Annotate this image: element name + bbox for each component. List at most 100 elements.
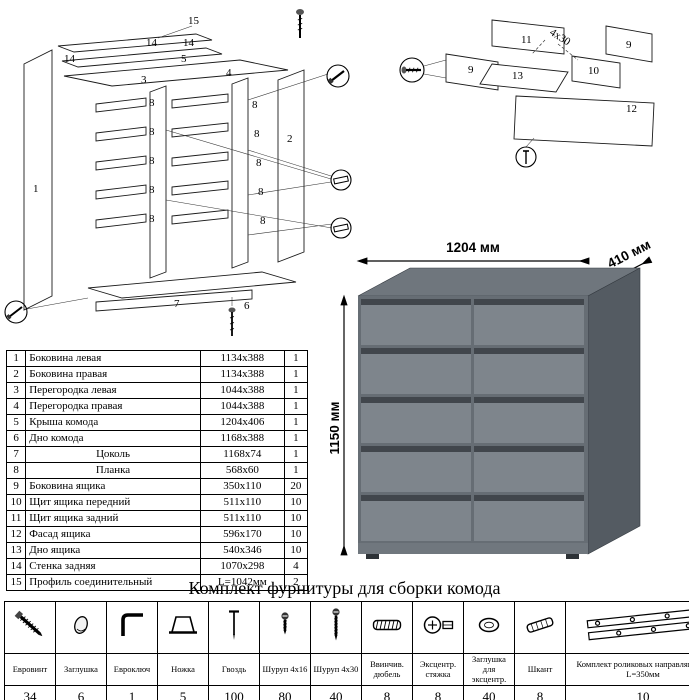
drawer-front [361,495,471,541]
hardware-item-qty: 5 [157,685,209,700]
hardware-item-qty: 8 [361,685,413,700]
hardware-item-name: Ножка [157,652,209,687]
part-name: Дно ящика [25,542,201,559]
part-label: 5 [181,53,187,65]
part-label: 6 [244,300,250,312]
part-size: 1044x388 [199,398,285,415]
part-qty: 10 [283,494,309,511]
drawer-side-panel [605,25,653,63]
drawer-front [474,446,584,492]
part-number: 12 [5,526,27,543]
drawer-handle-groove [361,397,471,403]
slat [95,184,147,200]
drawer-front [474,348,584,394]
drawer-handle-groove [474,299,584,305]
part-size: 1134x388 [199,366,285,383]
slat [171,209,229,225]
part-label: 13 [512,70,524,82]
hardware-item-name: Евроключ [106,652,158,687]
chest-leg [566,554,579,559]
part-size: 1168x388 [199,430,285,447]
part-label: 14 [64,53,76,65]
hardware-item-name: Комплект роликовых направляющих L=350мм [565,652,689,687]
drawer-bottom-panel [479,63,569,93]
hardware-item-qty: 8 [514,685,566,700]
chest-plinth [358,543,588,554]
part-size: 1044x388 [199,382,285,399]
part-label: 4 [226,67,232,79]
drawer-front [361,446,471,492]
depth-dimension-label: 410 мм [605,238,653,271]
part-size: L=1042мм [199,574,285,591]
chest-side-face [587,267,641,555]
screw-icon [401,66,421,74]
width-dimension-label: 1204 мм [446,240,500,255]
part-qty: 2 [283,574,309,591]
drawer-handle-groove [361,299,471,305]
furniture-foot-icon [157,601,209,654]
part-number: 3 [5,382,27,399]
screw-long-icon [310,601,362,654]
part-qty: 1 [283,446,309,463]
screw-icon [228,307,236,336]
part-name: Планка [25,462,201,479]
slat [95,126,147,142]
part-number: 11 [5,510,27,527]
drawer-front [474,397,584,443]
hardware-item-qty: 1 [106,685,158,700]
hardware-item-name: Эксцентр. стяжка [412,652,464,687]
confirmat-screw-icon [4,601,56,654]
cam-lock-icon [412,601,464,654]
part-name: Боковина левая [25,350,201,367]
part-label: 8 [149,213,155,225]
part-number: 15 [5,574,27,591]
part-number: 10 [5,494,27,511]
callout-circle [326,64,350,88]
hardware-item-name: Заглушка [55,652,107,687]
drawer-slides-icon [565,601,689,654]
roof-panel [63,59,289,87]
hardware-item-qty: 8 [412,685,464,700]
hardware-item-qty: 6 [55,685,107,700]
drawer-handle-groove [474,495,584,501]
part-name: Щит ящика передний [25,494,201,511]
screw-icon [6,306,23,320]
plinth-panel [95,289,253,312]
hardware-item-name: Евровинт [4,652,56,687]
part-name: Профиль соединительный [25,574,201,591]
part-label: 14 [146,37,158,49]
chest-3d-view: 1204 мм 410 мм 1150 мм [330,238,653,559]
part-qty: 1 [283,398,309,415]
part-size: 350x110 [199,478,285,495]
part-name: Крыша комода [25,414,201,431]
hardware-item-qty: 80 [259,685,311,700]
height-dimension-label: 1150 мм [330,401,342,454]
part-label: 3 [141,74,147,86]
screw-small-icon [259,601,311,654]
wood-dowel-icon [514,601,566,654]
slat [95,155,147,171]
slat [171,122,229,138]
fastener-callouts [4,9,352,336]
plug-cap-icon [55,601,107,654]
part-qty: 1 [283,350,309,367]
drawer-panels [445,19,655,147]
part-label: 12 [626,103,637,115]
chest-leg [366,554,379,559]
leader-lines [423,59,535,148]
part-size: 1070x298 [199,558,285,575]
nail-icon [208,601,260,654]
right-partition-panel [231,77,249,269]
hardware-item-name: Шуруп 4x16 [259,652,311,687]
slat [171,151,229,167]
part-name: Щит ящика задний [25,510,201,527]
part-number: 9 [5,478,27,495]
